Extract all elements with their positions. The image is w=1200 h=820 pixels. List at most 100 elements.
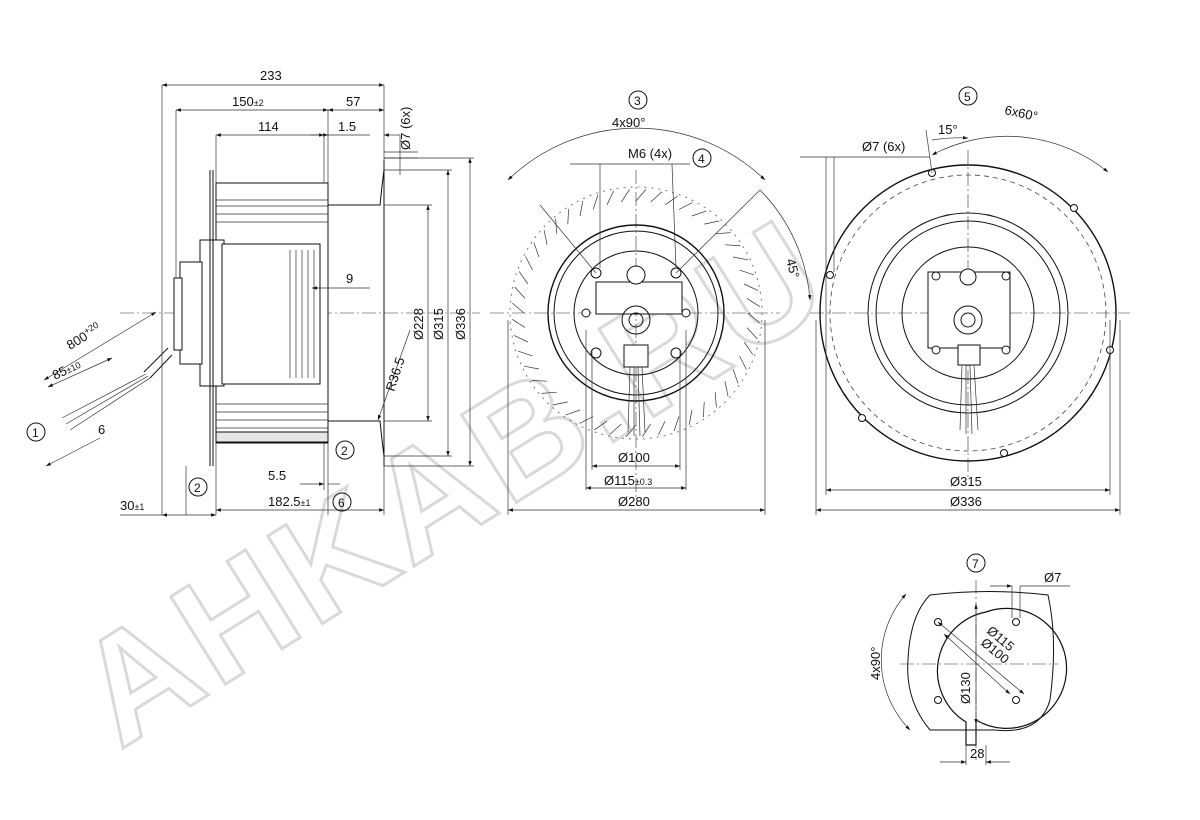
dim-57: 57 — [346, 94, 360, 109]
blade-mark — [525, 256, 533, 271]
svg-text:5: 5 — [964, 90, 971, 104]
back-cables — [959, 364, 979, 435]
dim-back-d336: Ø336 — [950, 494, 982, 509]
front-view: 4x90° M6 (4x) 45° Ø100 Ø115±0.3 Ø280 3 4 — [490, 90, 812, 515]
dim-d336: Ø336 — [453, 308, 468, 340]
blade-mark — [673, 416, 680, 432]
dim-strip-end: 6 — [98, 422, 105, 437]
blade-mark — [523, 365, 540, 370]
inlet-ring-outer — [547, 224, 725, 402]
blade-mark — [724, 381, 729, 397]
dim-depth: 182.5±1 — [268, 494, 311, 509]
blade-mark — [606, 190, 614, 205]
arc-45 — [759, 189, 812, 301]
svg-text:1: 1 — [32, 426, 39, 440]
blade-mark — [744, 283, 759, 291]
blade-mark — [635, 189, 647, 202]
dim-d280: Ø280 — [618, 494, 650, 509]
blade-mark — [703, 401, 705, 418]
dim-85-line — [47, 357, 113, 388]
blade-mark — [746, 327, 758, 340]
inlet-ring-2 — [875, 220, 1061, 406]
blade-mark — [747, 312, 760, 324]
dim-radius: R36.5 — [383, 355, 408, 393]
blade-ring — [509, 186, 763, 440]
svg-text:2: 2 — [341, 444, 348, 458]
blade-mark — [531, 380, 548, 382]
inlet-nozzle-top — [328, 160, 385, 206]
blade-mark — [642, 423, 651, 437]
blade-mark — [592, 194, 599, 210]
dim-gap: 5.5 — [268, 468, 286, 483]
dim-radius-leader — [377, 329, 411, 421]
blade-mark — [512, 319, 526, 328]
dim-6-line — [45, 437, 101, 467]
callout-4: 4 — [692, 148, 712, 168]
callout-5: 5 — [958, 86, 978, 106]
cable-gland — [623, 344, 649, 368]
dim-9: 9 — [346, 271, 353, 286]
blade-mark — [555, 218, 558, 234]
dim-hole-back: Ø7 (6x) — [862, 139, 905, 154]
bolt-circle — [829, 174, 1107, 452]
detail-d130: Ø130 — [958, 672, 973, 704]
detail-hole: Ø7 — [1044, 570, 1061, 585]
angle-15: 15° — [938, 122, 958, 137]
callout-2-right: 2 — [335, 440, 355, 460]
blade-mark — [512, 302, 525, 314]
motor-hub — [621, 305, 651, 335]
blade-mark — [691, 210, 707, 217]
svg-text:2: 2 — [194, 481, 201, 495]
back-motor-housing — [901, 246, 1035, 380]
callout-1: 1 — [26, 422, 46, 442]
blade-mark — [609, 423, 622, 435]
blade-mark — [739, 269, 755, 276]
dim-233: 233 — [260, 68, 282, 83]
arc-6x60 — [931, 135, 1109, 173]
blade-mark — [579, 200, 584, 217]
arc-15 — [931, 136, 969, 141]
blade-mark — [565, 409, 581, 416]
rotor-fins — [289, 250, 315, 378]
motor-flange — [199, 239, 225, 387]
side-view: 233 150±2 57 114 1.5 Ø7 (6x) Ø228 Ø315 — [26, 68, 480, 517]
blade-mark — [714, 392, 717, 408]
blade-mark — [514, 286, 526, 299]
angle-4x90: 4x90° — [612, 115, 645, 130]
motor-top-boss — [626, 265, 646, 285]
blade-mark — [664, 195, 678, 206]
blade-mark — [517, 350, 533, 357]
callout-3: 3 — [628, 90, 648, 110]
svg-text:4: 4 — [698, 152, 705, 166]
thread-m6: M6 (4x) — [628, 146, 672, 161]
dim-150: 150±2 — [232, 94, 264, 109]
motor-label-plate — [595, 281, 683, 315]
detail-view: Ø7 Ø115 Ø100 Ø130 4x90° 28 7 — [868, 553, 1070, 765]
blade-mark — [746, 298, 760, 307]
blade-mark — [543, 229, 548, 245]
blade-mark — [658, 421, 666, 436]
blade-mark — [715, 232, 731, 235]
dim-hole-6x: Ø7 (6x) — [398, 107, 413, 150]
arc-4x90 — [507, 127, 766, 181]
svg-text:7: 7 — [972, 557, 979, 571]
blade-mark — [732, 368, 739, 384]
blade-mark — [678, 202, 693, 210]
back-view: 6x60° 15° Ø7 (6x) Ø315 Ø336 5 — [800, 86, 1130, 515]
dim-back-d315: Ø315 — [950, 474, 982, 489]
arc-detail-4x90 — [880, 593, 911, 731]
blade-mark — [743, 341, 754, 355]
cutout-outline — [907, 591, 1055, 732]
detail-angle: 4x90° — [868, 647, 883, 680]
blade-mark — [688, 409, 693, 426]
inlet-ring-1 — [867, 212, 1069, 414]
blade-mark — [650, 191, 663, 203]
cable — [61, 347, 173, 431]
blade-mark — [518, 271, 529, 285]
blade-mark — [567, 208, 569, 225]
callout-2-left: 2 — [188, 477, 208, 497]
callout-7: 7 — [966, 553, 986, 573]
blade-mark — [541, 391, 557, 394]
detail-width: 28 — [970, 746, 984, 761]
